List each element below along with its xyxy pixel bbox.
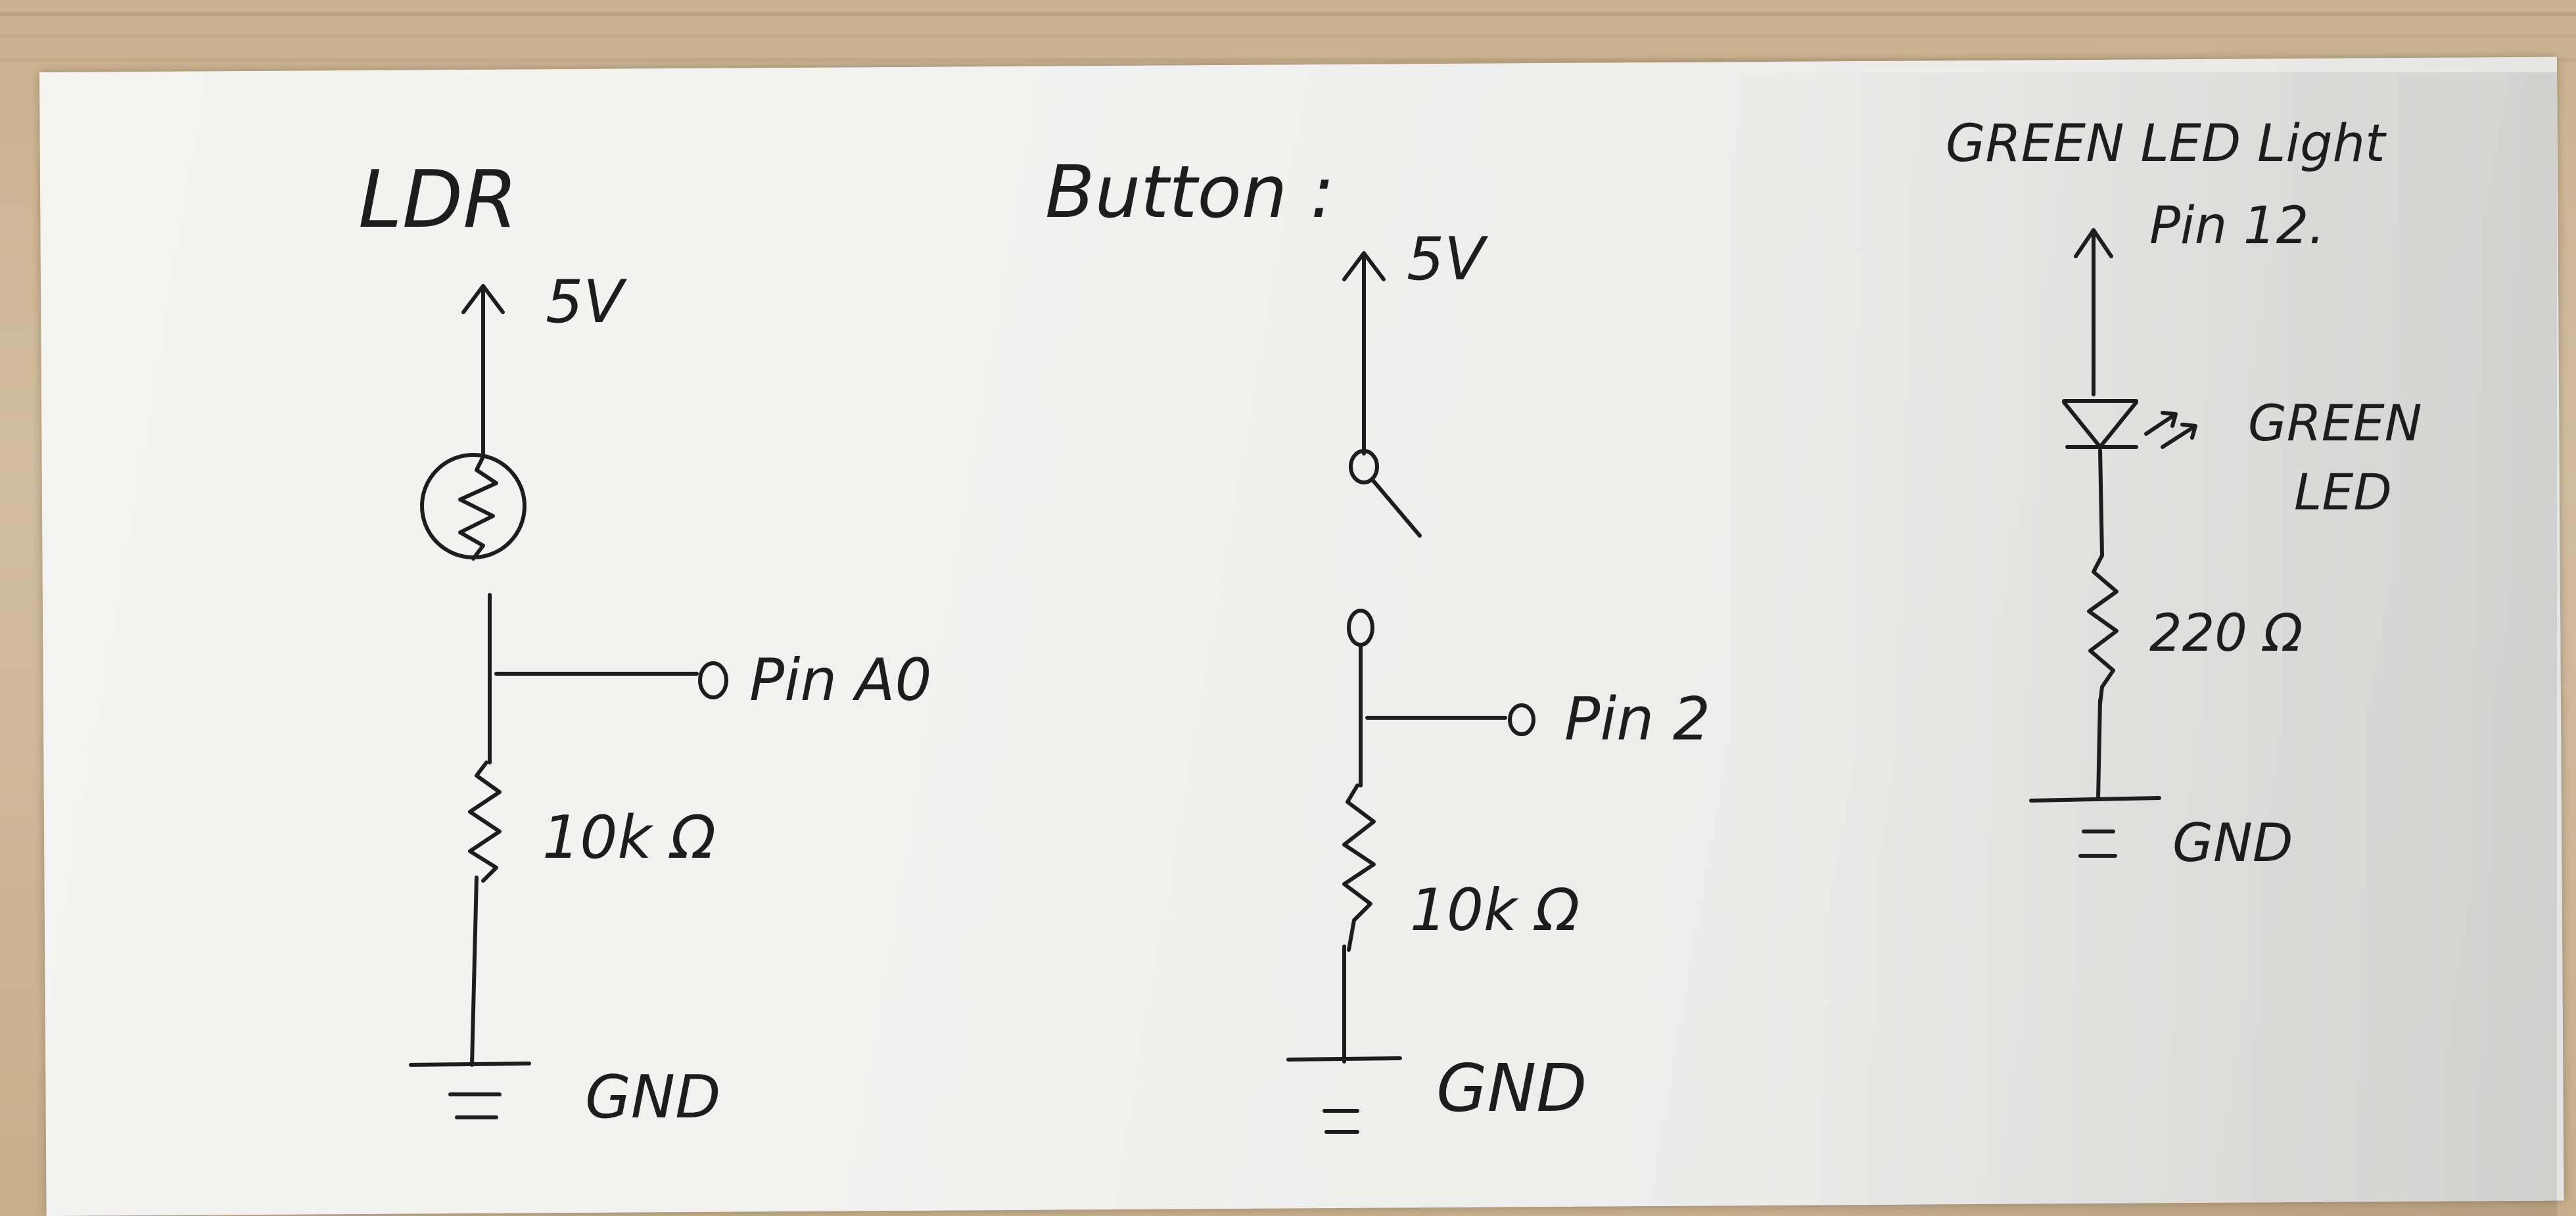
led-label-line2: LED [2294,463,2392,521]
ldr-zigzag [458,455,498,561]
button-circuit: Button : 5V Pin 2 10k Ω G [1045,150,1710,1134]
led-label-line1: GREEN [2248,394,2422,452]
led-ground-wire [2096,698,2102,801]
ldr-ground-wire [470,876,479,1067]
button-ground-icon [1286,1056,1402,1134]
ldr-title: LDR [358,154,518,246]
led-ground-label: GND [2172,812,2293,874]
button-ground-label: GND [1436,1050,1587,1127]
led-circuit: GREEN LED Light Pin 12. GREEN LED 220 Ω [1946,114,2422,874]
switch-lever-icon [1370,478,1422,538]
ldr-ground-icon [409,1062,531,1119]
button-pin-terminal-icon [1508,703,1535,736]
led-ground-icon [2029,796,2161,858]
switch-contact-bottom-icon [1347,609,1374,647]
led-supply-arrow-icon [2074,228,2113,258]
button-resistor-icon [1342,783,1376,952]
ldr-supply-arrow-icon [461,284,505,314]
ldr-circuit: LDR 5V Pin A0 10k Ω GND [358,154,931,1132]
led-resistor-icon [2087,553,2119,705]
button-resistor-label: 10k Ω [1410,876,1580,944]
led-supply-label: Pin 12. [2149,197,2325,256]
ldr-ground-label: GND [585,1063,720,1132]
switch-contact-top-icon [1349,449,1379,484]
button-title: Button : [1045,150,1334,234]
ldr-resistor-label: 10k Ω [542,803,716,872]
ldr-pin-terminal-icon [698,661,728,699]
led-diode-icon [2062,399,2138,449]
wood-grain [0,12,2576,16]
button-pin-label: Pin 2 [1564,685,1710,754]
led-resistor-label: 220 Ω [2149,604,2303,663]
light-emission-icon [2144,411,2197,449]
wood-grain [0,58,2576,62]
wood-grain [0,34,2576,38]
led-title: GREEN LED Light [1946,114,2387,174]
button-supply-arrow-icon [1342,251,1386,281]
ldr-supply-label: 5V [546,268,627,337]
button-supply-label: 5V [1407,225,1488,294]
led-mid-wire [2098,448,2104,557]
ldr-resistor-icon [468,760,502,883]
ldr-pin-label: Pin A0 [749,646,931,714]
